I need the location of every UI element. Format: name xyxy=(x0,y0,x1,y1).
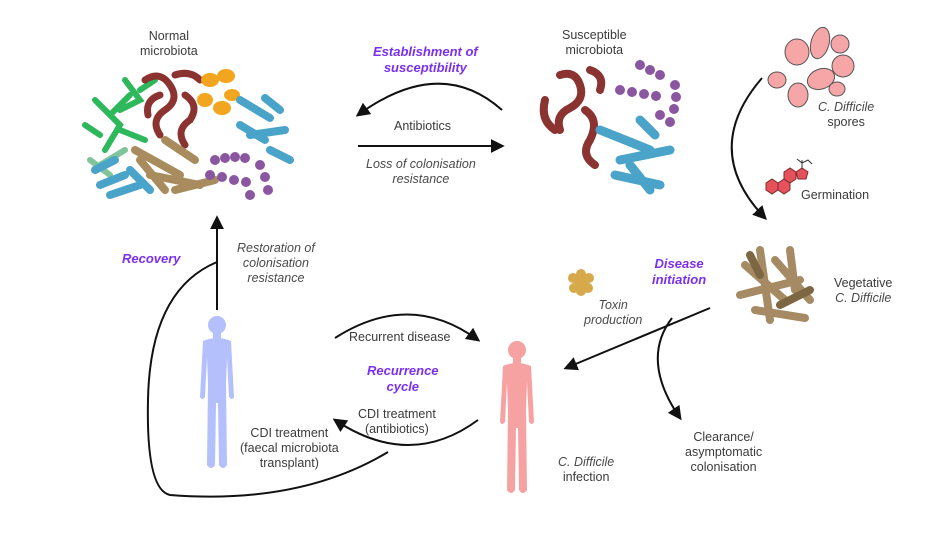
normal-microbiota-cluster xyxy=(82,69,294,200)
disease-initiation-stage-label: Disease initiation xyxy=(652,256,707,287)
recovery-stage-label: Recovery xyxy=(122,251,181,266)
cdi-antibiotics-label: CDI treatment (antibiotics) xyxy=(358,407,436,436)
spores-label: C. Difficile spores xyxy=(818,100,875,129)
arrow-disease-initiation xyxy=(563,307,711,371)
susceptible-microbiota-label: Susceptible microbiota xyxy=(562,28,627,57)
recurrence-cycle-stage-label: Recurrence cycle xyxy=(367,363,439,394)
arrow-clearance xyxy=(656,317,682,421)
arrows xyxy=(146,77,767,498)
cdi-fmt-label: CDI treatment (faecal microbiota transpl… xyxy=(240,426,339,470)
arrow-cdi-antibiotics xyxy=(332,418,479,446)
toxin-production-label: Toxin production xyxy=(584,298,643,327)
recurrent-disease-label: Recurrent disease xyxy=(349,330,451,344)
vegetative-label: Vegetative C. Difficile xyxy=(834,276,893,305)
arrow-germination xyxy=(730,77,767,221)
normal-microbiota-label: Normal microbiota xyxy=(140,29,198,58)
loss-resistance-label: Loss of colonisation resistance xyxy=(366,157,476,186)
antibiotics-label: Antibiotics xyxy=(394,119,451,133)
clearance-label: Clearance/ asymptomatic colonisation xyxy=(685,430,763,474)
arrow-recurrent-disease xyxy=(334,313,481,342)
arrow-establishment xyxy=(355,82,503,117)
vegetative-cdiff-cluster xyxy=(736,246,814,324)
establishment-stage-label: Establishment of susceptibility xyxy=(373,44,478,75)
toxin-icon xyxy=(568,269,594,296)
infection-label: C. Difficile infection xyxy=(558,455,615,484)
infected-person-icon xyxy=(500,341,534,493)
arrow-recovery xyxy=(146,261,389,498)
spores-icon xyxy=(767,26,855,108)
restoration-label: Restoration of colonisation resistance xyxy=(237,241,315,285)
bile-acid-icon xyxy=(765,158,813,195)
recovered-person-icon xyxy=(200,316,234,468)
susceptible-microbiota-cluster xyxy=(539,60,681,195)
germination-label: Germination xyxy=(801,188,870,202)
